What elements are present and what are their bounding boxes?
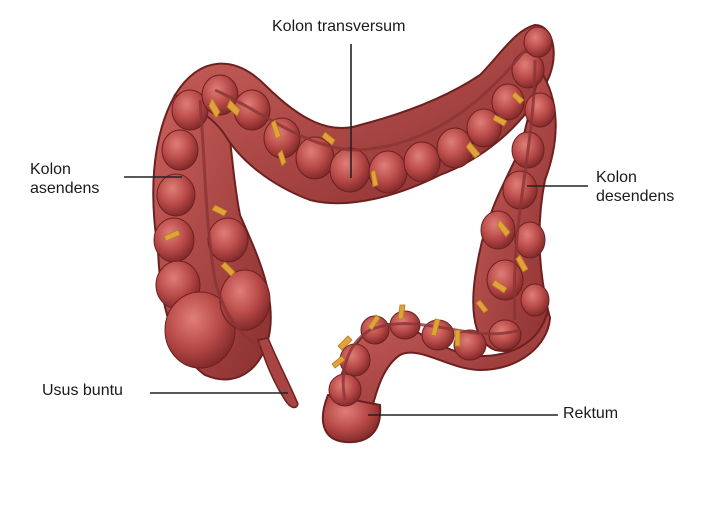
appendix (257, 337, 299, 409)
label-kolon-transversum: Kolon transversum (272, 18, 406, 35)
leader-lines (124, 44, 588, 416)
label-kolon-asendens-line1: Kolon (30, 161, 71, 178)
label-kolon-desendens-line1: Kolon (596, 169, 637, 186)
taenia-coli (198, 49, 537, 401)
label-rektum: Rektum (563, 405, 619, 422)
label-kolon-desendens-line2: desendens (596, 188, 675, 205)
epiploic-appendages (163, 91, 529, 369)
label-kolon-desendens: Kolon desendens (596, 168, 674, 206)
label-usus-buntu: Usus buntu (42, 382, 123, 399)
label-kolon-asendens-line2: asendens (30, 180, 100, 197)
label-kolon-asendens: Kolon asendens (30, 160, 99, 198)
rectum (321, 393, 382, 444)
